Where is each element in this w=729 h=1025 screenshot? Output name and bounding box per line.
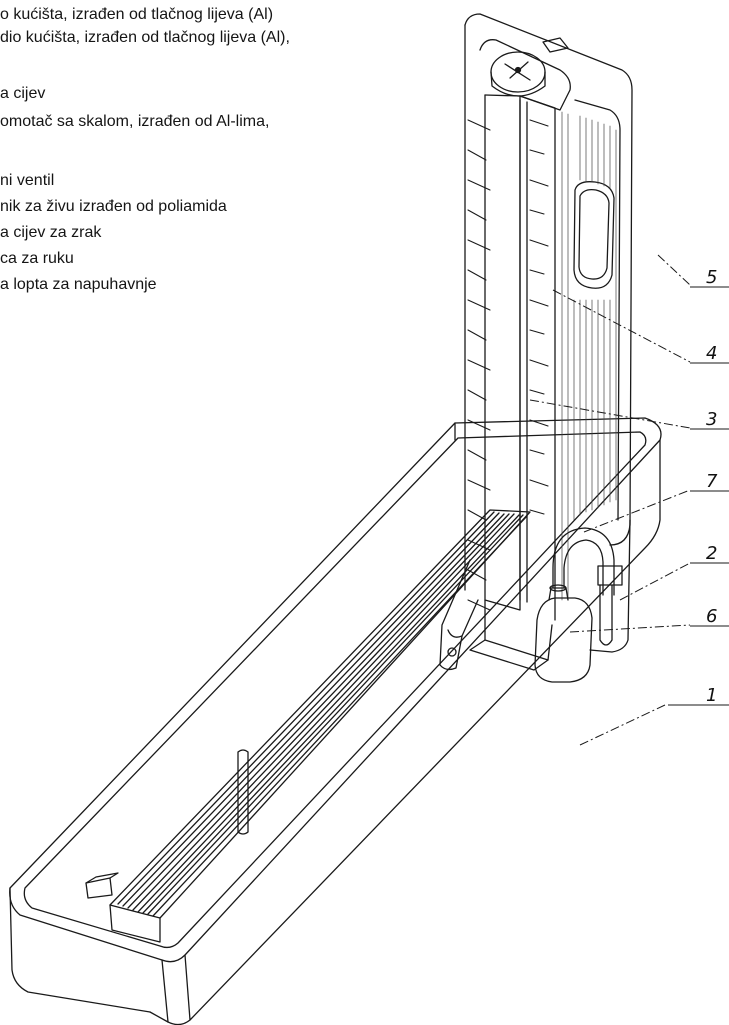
top-knob bbox=[490, 51, 546, 97]
callout-1: 1 bbox=[706, 685, 717, 706]
leader-1 bbox=[579, 704, 666, 746]
callout-6: 6 bbox=[706, 606, 717, 627]
support-strut bbox=[439, 559, 479, 671]
callout-2: 2 bbox=[706, 543, 717, 564]
right-scale-ticks bbox=[529, 119, 549, 515]
callout-5: 5 bbox=[706, 267, 717, 288]
legend-line-9: a lopta za napuhavnje bbox=[0, 276, 157, 293]
cuff-strap bbox=[599, 584, 613, 646]
panel-hatching bbox=[561, 111, 617, 601]
mercury-tube bbox=[519, 99, 528, 603]
air-tube bbox=[552, 527, 623, 596]
legend-line-3: a cijev bbox=[0, 85, 46, 102]
callout-4: 4 bbox=[706, 343, 717, 364]
mercury-reservoir bbox=[534, 584, 593, 683]
front-clip bbox=[85, 872, 119, 899]
column-base-block bbox=[469, 599, 553, 671]
case-base bbox=[9, 417, 662, 1025]
legend-line-5: ni ventil bbox=[0, 172, 55, 189]
peg bbox=[237, 749, 249, 835]
leader-5 bbox=[657, 254, 691, 286]
legend-line-6: nik za živu izrađen od poliamida bbox=[0, 198, 227, 215]
callout-underlines bbox=[668, 286, 729, 706]
column-foot bbox=[589, 519, 631, 653]
legend-line-4: omotač sa skalom, izrađen od Al-lima, bbox=[0, 113, 270, 130]
leader-6 bbox=[569, 624, 691, 633]
leader-3 bbox=[529, 399, 691, 429]
callout-7: 7 bbox=[706, 471, 718, 492]
leader-4 bbox=[552, 289, 691, 363]
legend-line-1: o kućišta, izrađen od tlačnog lijeva (Al… bbox=[0, 6, 274, 23]
leader-2 bbox=[619, 562, 691, 601]
cuff-tray bbox=[109, 509, 531, 943]
legend-line-2: dio kućišta, izrađen od tlačnog lijeva (… bbox=[0, 29, 290, 46]
legend-line-8: ca za ruku bbox=[0, 250, 74, 267]
callout-3: 3 bbox=[706, 409, 717, 430]
left-scale-ticks bbox=[467, 119, 491, 611]
callout-leaders bbox=[529, 254, 691, 746]
oval-window bbox=[573, 181, 615, 289]
legend-line-7: a cijev za zrak bbox=[0, 224, 102, 241]
leader-7 bbox=[583, 489, 691, 533]
